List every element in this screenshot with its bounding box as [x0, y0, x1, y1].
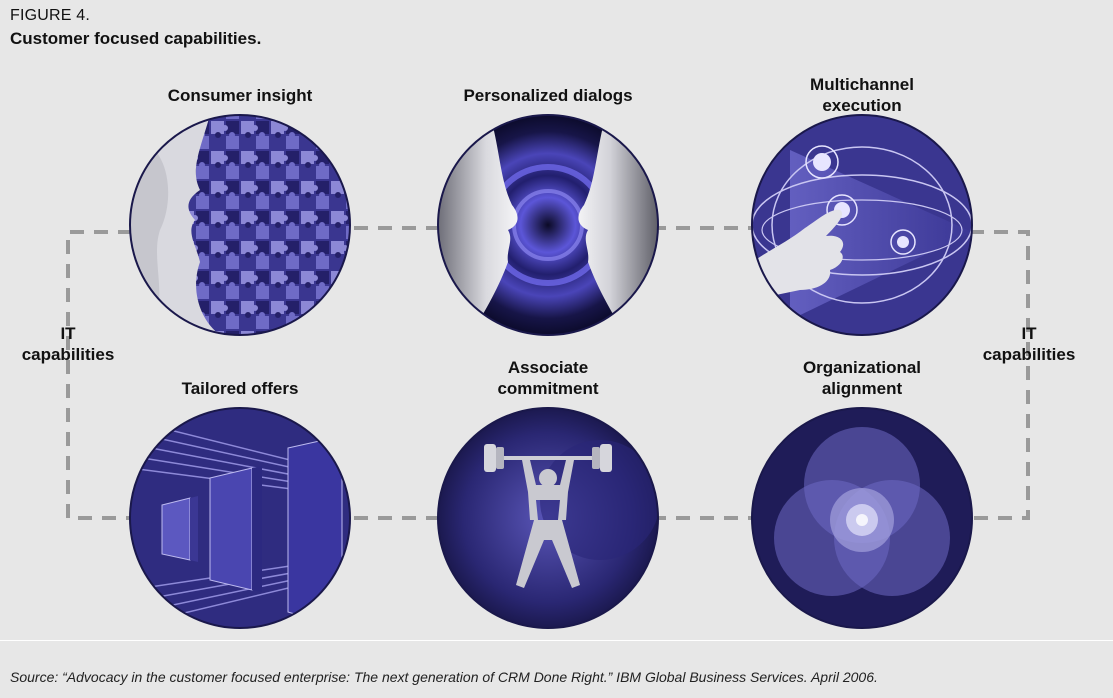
- label-it-capabilities-right: IT capabilities: [982, 324, 1076, 365]
- two-faces-icon: [438, 115, 658, 335]
- label-it-capabilities-left: IT capabilities: [21, 324, 115, 365]
- touch-hand-icon: [752, 115, 972, 335]
- blocks-icon: [130, 408, 350, 628]
- label-personalized-dialogs: Personalized dialogs: [463, 86, 633, 105]
- source-citation: Source: “Advocacy in the customer focuse…: [10, 669, 878, 685]
- label-tailored-offers: Tailored offers: [181, 379, 299, 398]
- connector-left-bracket: [66, 230, 132, 520]
- weightlifter-icon: [438, 408, 658, 628]
- footer-divider: [0, 640, 1113, 641]
- puzzle-face-icon: [130, 115, 350, 335]
- label-associate-commitment: Associate commitment: [497, 358, 599, 399]
- figure-title: Customer focused capabilities.: [10, 29, 262, 48]
- connector-lines: [66, 226, 1030, 520]
- label-organizational-alignment: Organizational alignment: [802, 358, 922, 399]
- label-consumer-insight: Consumer insight: [167, 86, 313, 105]
- label-multichannel-execution: Multichannel execution: [810, 75, 914, 116]
- overlapping-circles-icon: [752, 408, 972, 628]
- figure-number: FIGURE 4.: [10, 7, 91, 24]
- connector-right-bracket: [970, 230, 1030, 520]
